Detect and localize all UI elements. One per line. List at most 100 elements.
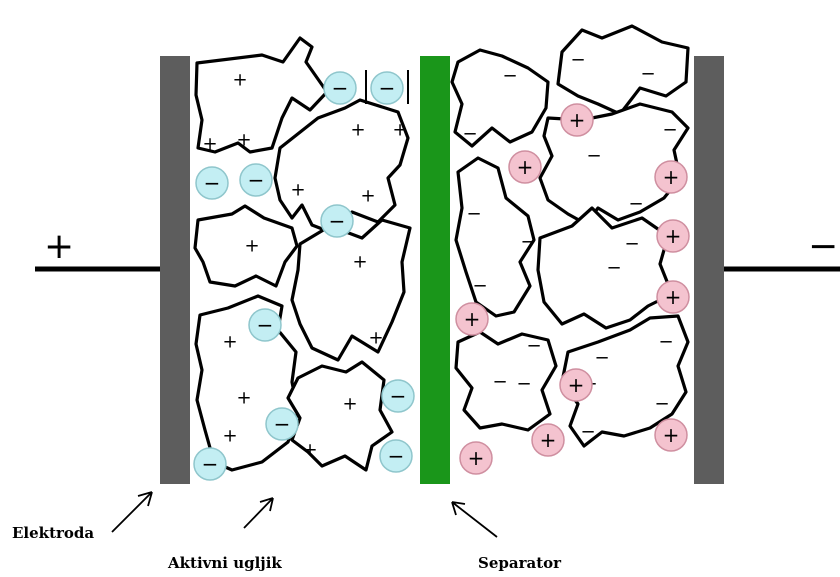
anion-sign: − (248, 168, 265, 192)
minus-sign: − (520, 232, 535, 253)
cation-sign: + (540, 428, 557, 452)
minus-sign: − (580, 422, 595, 443)
anion-sign: − (388, 444, 405, 468)
cation-sign: + (663, 165, 680, 189)
carbon-particle (454, 156, 536, 318)
carbon-particle (194, 36, 329, 154)
carbon-particle (454, 330, 558, 432)
minus-sign: − (472, 276, 487, 297)
cation-sign: + (464, 307, 481, 331)
minus-sign: − (462, 124, 477, 145)
anion-sign: − (329, 209, 346, 233)
anion-sign: − (204, 171, 221, 195)
carbon-particle (450, 48, 550, 148)
negative-terminal-sign: − (808, 226, 838, 267)
electrode-pointer (111, 491, 153, 533)
cation-icon: + (459, 441, 493, 475)
separator-label: Separator (478, 554, 562, 572)
plus-sign: + (232, 70, 247, 91)
anion-icon: − (193, 447, 227, 481)
plus-sign: + (360, 186, 375, 207)
plus-sign: + (368, 328, 383, 349)
anion-icon: − (323, 71, 357, 105)
arrow-icon (451, 501, 498, 538)
minus-sign: − (606, 258, 621, 279)
cation-sign: + (663, 423, 680, 447)
anion-sign: − (332, 76, 349, 100)
carbon-particle (536, 206, 674, 330)
cations: + + + + + + + + + + (455, 103, 690, 475)
cation-icon: + (560, 103, 594, 137)
carbon-particle (556, 24, 690, 116)
plus-sign: + (350, 120, 365, 141)
arrow-icon (243, 497, 274, 529)
plus-sign: + (342, 394, 357, 415)
cation-sign: + (517, 155, 534, 179)
anion-icon: − (239, 163, 273, 197)
cation-sign: + (568, 373, 585, 397)
anion-icon: − (381, 379, 415, 413)
minus-sign: − (654, 394, 669, 415)
positive-terminal-sign: + (44, 226, 74, 267)
carbon-particle (194, 294, 300, 472)
carbon-pointer (243, 497, 274, 529)
right-electrode (694, 56, 724, 484)
minus-sign: − (502, 66, 517, 87)
anion-icon: − (379, 439, 413, 473)
carbon-particle (193, 204, 299, 288)
minus-sign: − (570, 50, 585, 71)
cation-icon: + (455, 302, 489, 336)
minus-sign: − (658, 332, 673, 353)
cation-icon: + (559, 368, 593, 402)
separator (420, 56, 450, 484)
minus-sign: − (526, 336, 541, 357)
plus-sign: + (244, 236, 259, 257)
anion-sign: − (202, 452, 219, 476)
cation-icon: + (656, 280, 690, 314)
anion-icon: − (265, 407, 299, 441)
left-positive-charges: + + + + + + + + + + + + + + + (202, 70, 407, 461)
minus-sign: − (628, 194, 643, 215)
left-carbon-particles (193, 36, 412, 472)
plus-sign: + (222, 332, 237, 353)
cation-icon: + (508, 150, 542, 184)
carbon-particle (273, 98, 410, 234)
cation-sign: + (665, 224, 682, 248)
plus-sign: + (236, 130, 251, 151)
cation-sign: + (569, 108, 586, 132)
minus-sign: − (624, 234, 639, 255)
minus-sign: − (466, 204, 481, 225)
carbon-particle (290, 218, 412, 362)
plus-sign: + (352, 252, 367, 273)
electrode-label: Elektroda (12, 524, 94, 542)
plus-sign: + (236, 388, 251, 409)
plus-sign: + (222, 426, 237, 447)
anion-icon: − (320, 204, 354, 238)
anion-sign: − (379, 76, 396, 100)
arrow-icon (111, 491, 153, 533)
cation-sign: + (468, 446, 485, 470)
carbon-particle (560, 314, 690, 448)
left-electrode (160, 56, 190, 484)
minus-sign: − (586, 146, 601, 167)
minus-sign: − (594, 348, 609, 369)
anion-sign: − (257, 313, 274, 337)
cation-icon: + (654, 418, 688, 452)
minus-sign: − (492, 372, 507, 393)
plus-sign: + (202, 134, 217, 155)
cation-icon: + (531, 423, 565, 457)
separator-pointer (451, 501, 498, 538)
cation-sign: + (665, 285, 682, 309)
anion-icon: − (248, 308, 282, 342)
plus-sign: + (290, 180, 305, 201)
plus-sign: + (302, 440, 317, 461)
carbon-label: Aktivni ugljik (167, 554, 282, 572)
minus-sign: − (640, 64, 655, 85)
anion-icon: − (195, 166, 229, 200)
cation-icon: + (654, 160, 688, 194)
minus-sign: − (662, 120, 677, 141)
minus-sign: − (516, 374, 531, 395)
anion-sign: − (390, 384, 407, 408)
anions: − − − − − − − − − − (193, 71, 415, 481)
